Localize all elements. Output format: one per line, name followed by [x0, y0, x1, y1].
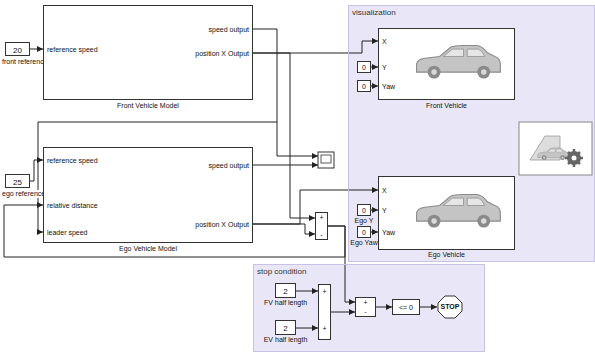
block-label: relative distance — [47, 202, 98, 210]
block-label: reference speed — [47, 157, 98, 165]
block-caption: FV half length — [264, 299, 307, 307]
block-caption: Ego Yaw — [350, 239, 377, 247]
group-title: visualization — [352, 8, 396, 17]
constant-block: 0 — [357, 80, 371, 92]
block-label: Yaw — [382, 229, 395, 237]
scope-block — [318, 152, 334, 168]
constant-block: 2EV half length — [275, 320, 296, 335]
constant-block: 0Ego Y — [357, 204, 371, 216]
car-icon — [417, 45, 501, 78]
sum-block: ++ — [318, 284, 331, 340]
constant-block: 0 — [357, 61, 371, 73]
signal-line — [371, 86, 378, 87]
block-label: 25 — [6, 178, 29, 187]
block-caption: Front Vehicle Model — [117, 102, 179, 110]
block-label: 0 — [358, 229, 370, 237]
block-label: + — [319, 288, 330, 296]
block-label: 0 — [358, 207, 370, 215]
signal-line — [420, 307, 437, 308]
vehicle-fill — [378, 28, 515, 100]
sum-block: +- — [355, 297, 376, 317]
block-label: X — [382, 38, 387, 46]
block-label: <= 0 — [393, 304, 419, 312]
car-icon — [417, 194, 501, 227]
block-caption: Ego Vehicle — [428, 251, 465, 259]
settings-icon — [519, 122, 592, 175]
subsystem-block: reference speed relative distance leader s… — [43, 147, 253, 243]
signal-line — [371, 67, 378, 68]
sum-block: +- — [315, 212, 328, 240]
block-label: speed output — [209, 26, 249, 34]
block-label: 2 — [276, 287, 295, 296]
block-label: + — [316, 214, 327, 222]
constant-block: 25ego reference speed — [5, 174, 30, 188]
block-label: 0 — [358, 83, 370, 91]
constant-block: 0Ego Yaw — [357, 226, 371, 238]
subsystem-block: reference speed speed output position X Ou… — [43, 5, 253, 100]
block-label: leader speed — [47, 229, 87, 237]
block-caption: Ego Y — [355, 217, 374, 225]
block-label: Y — [382, 207, 387, 215]
block-label: speed output — [209, 162, 249, 170]
signal-line — [296, 291, 318, 292]
scope-wire — [277, 122, 318, 156]
block-label: 0 — [358, 64, 370, 72]
block-label: X — [382, 187, 387, 195]
signal-line — [371, 232, 378, 233]
stop-block: STOP — [437, 295, 463, 319]
block-label: - — [356, 308, 375, 316]
block-caption: Front Vehicle — [426, 102, 467, 110]
block-label: - — [316, 231, 327, 239]
signal-line — [376, 307, 392, 308]
signal-line — [331, 312, 355, 313]
compare-block: <= 0 — [392, 299, 420, 315]
block-label: + — [356, 299, 375, 307]
block-label: reference speed — [47, 46, 98, 54]
block-caption: EV half length — [264, 336, 308, 344]
block-label: Yaw — [382, 83, 395, 91]
signal-line — [30, 160, 43, 181]
block-label: position X Output — [195, 50, 249, 58]
block-label: 2 — [276, 324, 295, 333]
block-label: 20 — [6, 46, 29, 55]
block-label: STOP — [437, 303, 463, 311]
block-label: position X Output — [195, 221, 249, 229]
signal-line — [371, 210, 378, 211]
block-label: Y — [382, 64, 387, 72]
band-fill — [348, 5, 595, 262]
group-band: visualizationXYYawFront Vehicle00XYYawEg… — [348, 5, 595, 262]
constant-block: 2FV half length — [275, 283, 296, 298]
vehicle-fill — [378, 176, 515, 250]
signal-line — [253, 41, 378, 53]
constant-block: 20front reference speed — [5, 42, 30, 56]
signal-line — [30, 49, 43, 50]
signal-line — [296, 328, 318, 329]
group-title: stop condition — [257, 267, 306, 276]
vehicle-block: XYYawEgo Vehicle — [378, 176, 515, 250]
scope-wire — [253, 165, 318, 166]
group-band: stop condition2FV half length2EV half le… — [253, 264, 485, 352]
vehicle-block: XYYawFront Vehicle — [378, 28, 515, 100]
block-caption: Ego Vehicle Model — [119, 245, 177, 253]
band-fill — [253, 264, 485, 352]
block-label: + — [319, 325, 330, 333]
signal-line — [253, 53, 315, 218]
signal-line — [253, 224, 315, 234]
